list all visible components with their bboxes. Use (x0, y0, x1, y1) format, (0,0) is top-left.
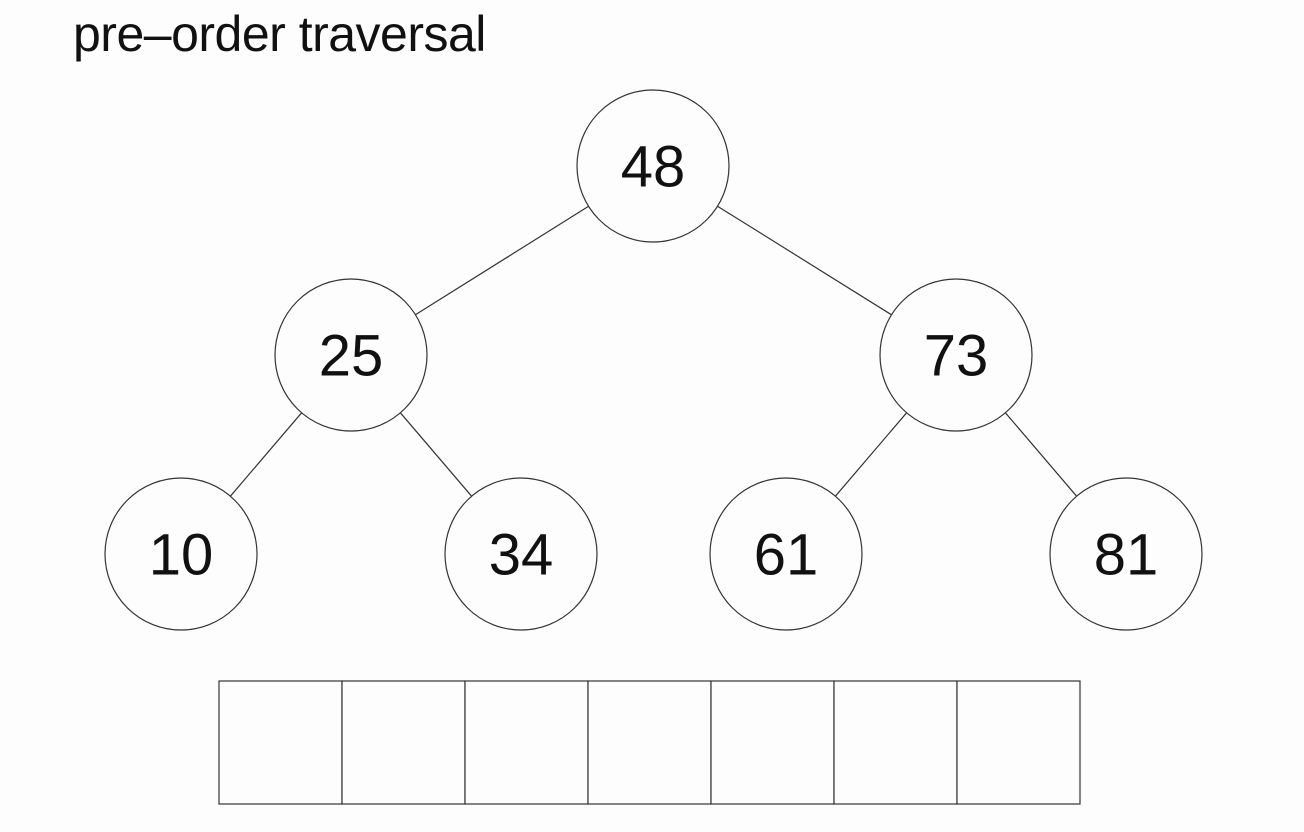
tree-edge (717, 205, 892, 316)
tree-edge (399, 412, 473, 497)
diagram-title: pre–order traversal (73, 6, 486, 62)
result-cell (956, 680, 1081, 805)
node-circle (104, 477, 258, 631)
result-cell-box (710, 680, 835, 805)
result-cell (341, 680, 466, 805)
result-cell-box (587, 680, 712, 805)
tree-node-10: 10 (104, 477, 258, 631)
result-cell (587, 680, 712, 805)
tree-nodes: 48 25 73 10 34 61 81 (104, 89, 1203, 631)
tree-edge (1004, 412, 1078, 497)
result-cell-box (833, 680, 958, 805)
tree-edge (415, 205, 589, 316)
node-label: 10 (149, 523, 214, 588)
node-label: 73 (924, 324, 989, 389)
tree-node-25: 25 (274, 278, 428, 432)
tree-node-81: 81 (1049, 477, 1203, 631)
node-circle (274, 278, 428, 432)
result-cell (833, 680, 958, 805)
node-label: 61 (754, 523, 819, 588)
result-cell-box (464, 680, 589, 805)
traversal-result-array (218, 680, 1081, 805)
node-circle (576, 89, 730, 243)
node-circle (1049, 477, 1203, 631)
node-circle (709, 477, 863, 631)
tree-edges (229, 205, 1078, 497)
result-cell (710, 680, 835, 805)
tree-edge (834, 412, 908, 497)
tree-node-48: 48 (576, 89, 730, 243)
result-cell (464, 680, 589, 805)
result-cell (218, 680, 343, 805)
node-label: 48 (621, 135, 686, 200)
tree-node-34: 34 (444, 477, 598, 631)
node-label: 81 (1094, 523, 1159, 588)
result-cell-box (218, 680, 343, 805)
result-cell-box (956, 680, 1081, 805)
node-circle (879, 278, 1033, 432)
node-label: 34 (489, 523, 554, 588)
result-cell-box (341, 680, 466, 805)
node-label: 25 (319, 324, 384, 389)
tree-edge (229, 412, 303, 497)
tree-node-73: 73 (879, 278, 1033, 432)
tree-node-61: 61 (709, 477, 863, 631)
node-circle (444, 477, 598, 631)
